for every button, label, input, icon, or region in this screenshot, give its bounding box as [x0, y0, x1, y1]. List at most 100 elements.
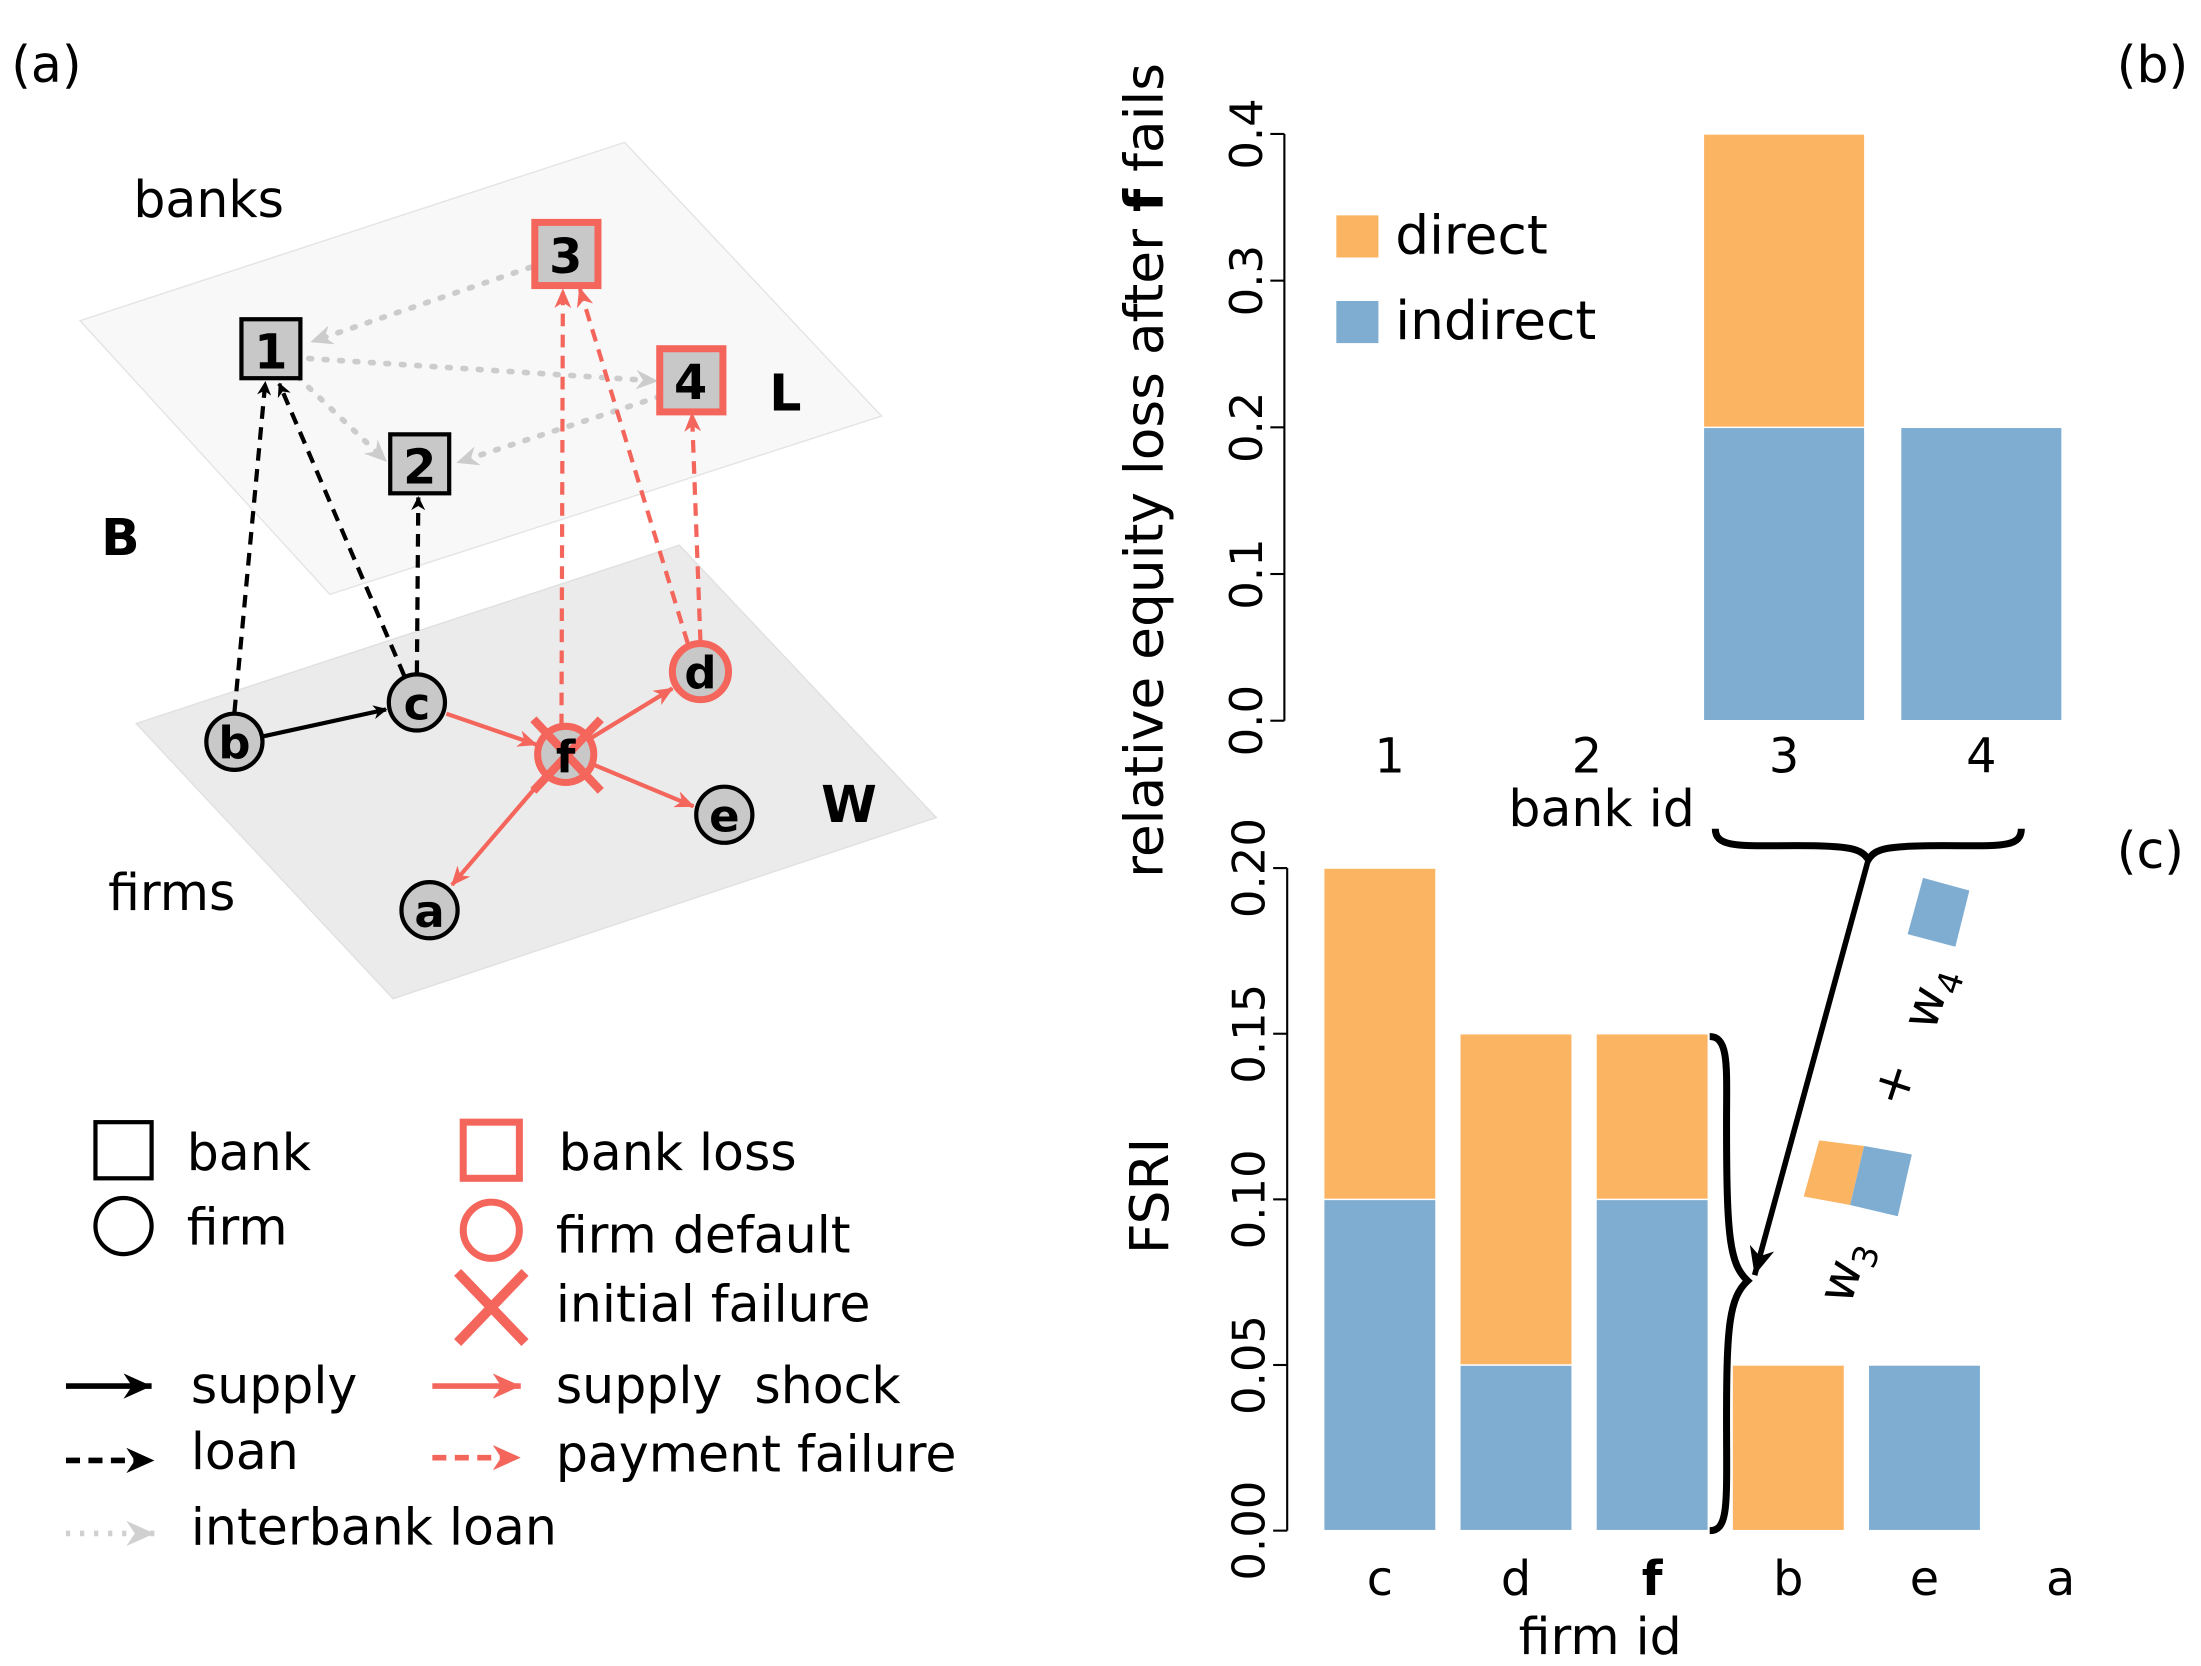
weighting-arrow: [1749, 858, 1872, 1276]
x-tick-label-d: d: [1501, 1552, 1531, 1607]
y-tick-label: 0.0: [1220, 685, 1273, 756]
svg-text:4: 4: [674, 356, 707, 411]
y-tick-label: 0.05: [1223, 1315, 1276, 1415]
svg-text:b: b: [218, 717, 250, 770]
x-tick-label-1: 1: [1374, 730, 1404, 785]
legend-label-indirect: indirect: [1395, 289, 1596, 352]
weight-w3: w3: [1805, 1232, 1887, 1312]
firm-node-e: e: [694, 784, 755, 845]
bar-c-direct: [1322, 867, 1437, 1201]
chart-b-xlabel: bank id: [1508, 779, 1694, 838]
bar-c-indirect: [1322, 1198, 1437, 1532]
plus-sign: +: [1859, 1055, 1928, 1113]
bar-3-indirect: [1702, 426, 1866, 722]
svg-text:bank: bank: [187, 1123, 312, 1182]
firm-node-c: c: [386, 672, 448, 733]
firm-node-b: b: [204, 711, 265, 772]
loan-edges: [232, 381, 426, 713]
bar-e-indirect: [1867, 1364, 1982, 1532]
svg-text:a: a: [414, 885, 444, 938]
firm-legend-icon: [93, 1195, 154, 1257]
initial-failure-legend-icon: [454, 1268, 529, 1346]
payment-failure-edges: [554, 287, 703, 727]
bar-f-direct: [1595, 1033, 1710, 1201]
mixed-weight-square: [1803, 1140, 1912, 1217]
label-L: L: [769, 363, 801, 422]
bank-node-1: 1: [239, 317, 303, 380]
bar-b-direct: [1731, 1364, 1846, 1532]
bank-node-4: 4: [656, 345, 727, 416]
firms-layer-label: firms: [108, 863, 235, 922]
legend-swatch-indirect: [1336, 300, 1379, 344]
svg-text:3: 3: [549, 230, 582, 285]
panel-label-c: (c): [2117, 821, 2184, 880]
svg-text:bank loss: bank loss: [559, 1123, 797, 1182]
initial-failure-icon: [530, 716, 604, 794]
svg-text:e: e: [709, 790, 739, 843]
y-tick-label: 0.10: [1223, 1149, 1276, 1249]
x-tick-label-f: f: [1642, 1552, 1664, 1607]
banks-layer-label: banks: [133, 170, 284, 229]
y-tick-label: 0.15: [1223, 984, 1276, 1084]
y-tick-label: 0.3: [1220, 245, 1273, 316]
chart-b-legend: direct indirect: [1336, 203, 1596, 352]
bar-d-direct: [1459, 1033, 1573, 1366]
svg-text:f: f: [556, 731, 576, 784]
network-legend: bank firm bank loss firm default initial…: [65, 1118, 957, 1557]
svg-text:initial failure: initial failure: [556, 1274, 871, 1333]
interbank-loan-edges: [294, 264, 663, 466]
x-tick-label-c: c: [1367, 1552, 1393, 1607]
chart-c-xlabel: firm id: [1519, 1607, 1682, 1666]
svg-text:firm: firm: [187, 1197, 288, 1256]
x-tick-label-3: 3: [1769, 730, 1799, 785]
supply-edge-b-c: [263, 705, 388, 739]
svg-text:2: 2: [403, 440, 436, 495]
svg-text:1: 1: [254, 325, 287, 380]
label-B: B: [101, 508, 140, 567]
x-tick-label-a: a: [2046, 1552, 2075, 1607]
weighting-annotation: w4 + w3: [1709, 828, 2025, 1535]
label-W: W: [821, 775, 877, 834]
panel-label-b: (b): [2117, 35, 2188, 94]
x-tick-label-b: b: [1773, 1552, 1803, 1607]
bar-d-indirect: [1459, 1364, 1573, 1532]
y-tick-label: 0.2: [1220, 392, 1273, 463]
y-tick-label: 0.00: [1223, 1481, 1276, 1581]
x-tick-label-e: e: [1910, 1552, 1939, 1607]
svg-text:c: c: [404, 677, 431, 730]
bank-node-2: 2: [388, 432, 452, 495]
chart-fsri: 0.00 0.05 0.10 0.15 0.20 c d f b e a: [1223, 818, 2076, 1607]
bank-node-3: 3: [531, 218, 602, 290]
weight-w4: w4: [1890, 958, 1972, 1038]
svg-text:supply shock: supply shock: [556, 1356, 902, 1415]
y-tick-label: 0.4: [1220, 98, 1273, 169]
y-tick-label: 0.20: [1223, 818, 1276, 918]
bank-brace: [1711, 828, 2025, 867]
firm-brace: [1709, 1033, 1753, 1535]
svg-text:interbank loan: interbank loan: [191, 1498, 557, 1557]
firm-default-legend-icon: [459, 1198, 523, 1262]
svg-text:supply: supply: [191, 1356, 357, 1415]
chart-b-ylabel: relative equity loss after f fails: [1112, 63, 1175, 878]
svg-text:loan: loan: [191, 1422, 299, 1481]
chart-c-ylabel: FSRI: [1118, 1138, 1181, 1254]
y-tick-label: 0.1: [1220, 538, 1273, 609]
supply-shock-edges: [445, 686, 695, 887]
firm-node-f: f: [530, 716, 604, 794]
panel-label-a: (a): [11, 35, 81, 94]
firm-layer-plane: [134, 544, 938, 1000]
svg-text:firm default: firm default: [556, 1206, 851, 1265]
bar-3-direct: [1702, 133, 1866, 429]
legend-swatch-direct: [1336, 215, 1379, 258]
svg-text:payment failure: payment failure: [556, 1425, 957, 1484]
bar-4-indirect: [1899, 426, 2063, 722]
svg-text:d: d: [684, 646, 716, 699]
bar-f-indirect: [1595, 1198, 1710, 1532]
bank-loss-legend-icon: [459, 1118, 523, 1182]
firm-node-a: a: [399, 880, 460, 941]
blue-weight-square: [1907, 877, 1970, 947]
legend-label-direct: direct: [1395, 203, 1547, 266]
x-tick-label-4: 4: [1966, 730, 1996, 785]
